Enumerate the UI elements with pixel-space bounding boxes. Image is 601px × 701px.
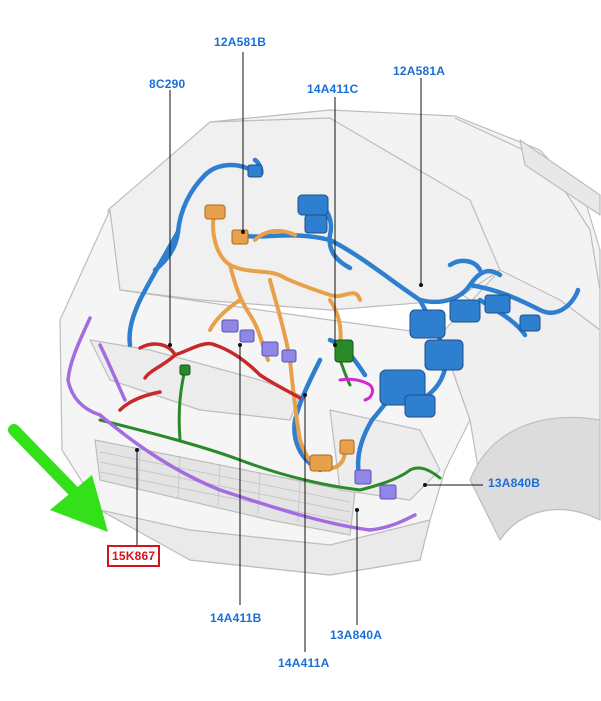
harness-blue-connectors — [247, 164, 541, 418]
harness-magenta — [338, 377, 374, 402]
down-right-arrow-icon — [8, 424, 108, 532]
callout-15K867: 15K867 — [107, 545, 161, 567]
callout-12A581A: 12A581A — [393, 64, 446, 78]
leader-dots — [135, 230, 427, 512]
harness-lavender-connectors — [221, 319, 397, 500]
vehicle-body — [59, 109, 601, 576]
leader-lines — [136, 52, 483, 652]
callout-12A581B: 12A581B — [214, 35, 267, 49]
callout-14A411B: 14A411B — [210, 611, 262, 625]
callout-13A840A: 13A840A — [330, 628, 383, 642]
harness-green-connectors — [179, 339, 354, 376]
harness-purple — [66, 316, 417, 532]
callout-14A411C: 14A411C — [307, 82, 359, 96]
callout-13A840B: 13A840B — [488, 476, 541, 490]
callout-14A411A: 14A411A — [278, 656, 330, 670]
harness-red — [118, 342, 302, 412]
callout-8C290: 8C290 — [149, 77, 186, 91]
grille-slats — [99, 447, 351, 523]
harness-orange-connectors — [204, 204, 355, 472]
